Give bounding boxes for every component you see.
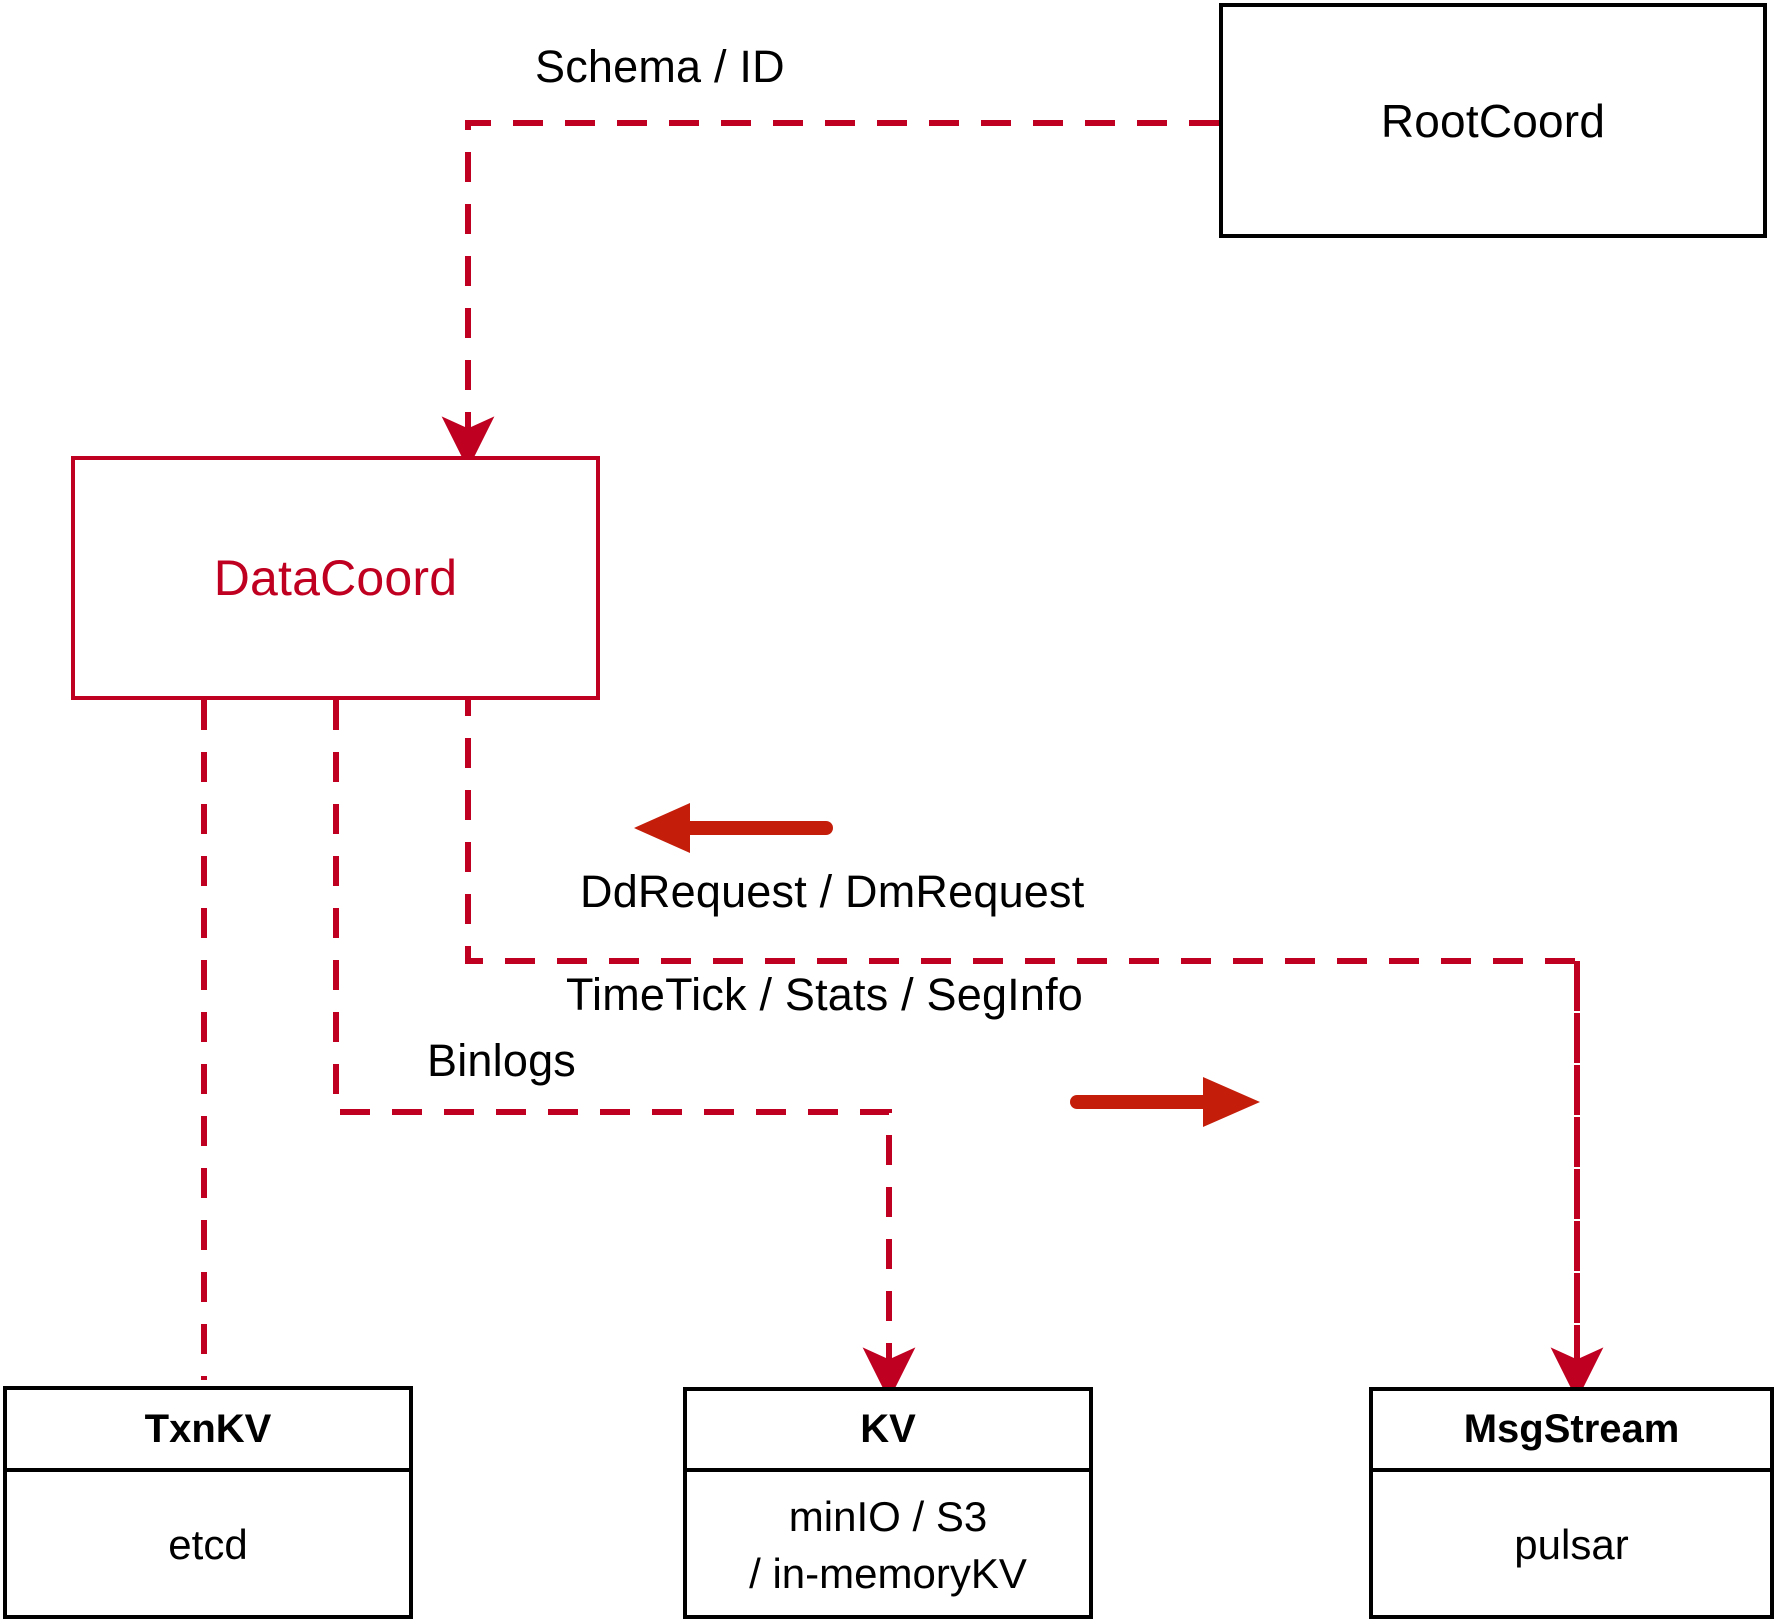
node-kv-detail-line2: / in-memoryKV (749, 1549, 1027, 1597)
node-kv-detail: minIO / S3 / in-memoryKV (687, 1472, 1089, 1619)
node-txnkv-detail: etcd (168, 1521, 248, 1569)
node-txnkv-label: TxnKV (7, 1390, 409, 1472)
node-msgstream[interactable]: MsgStream pulsar (1369, 1387, 1774, 1619)
edge-binlogs (333, 700, 916, 1401)
node-kv[interactable]: KV minIO / S3 / in-memoryKV (683, 1387, 1093, 1619)
node-msgstream-detail: pulsar (1514, 1521, 1629, 1569)
edge-label-timetick-stats-seginfo: TimeTick / Stats / SegInfo (566, 969, 1084, 1020)
edge-msgstream-datacoord (441, 614, 1604, 1401)
node-datacoord[interactable]: DataCoord (71, 456, 600, 700)
direction-arrow-right-icon (1070, 1077, 1260, 1127)
edge-label-binlogs: Binlogs (427, 1035, 576, 1086)
node-txnkv[interactable]: TxnKV etcd (3, 1386, 413, 1619)
edge-schema-id (441, 120, 1219, 470)
node-rootcoord-label: RootCoord (1380, 94, 1606, 147)
node-rootcoord[interactable]: RootCoord (1219, 3, 1767, 238)
edge-label-dd-dm-request: DdRequest / DmRequest (580, 866, 1085, 917)
node-msgstream-label: MsgStream (1373, 1391, 1770, 1472)
node-kv-detail-line1: minIO / S3 (788, 1493, 988, 1541)
node-kv-label: KV (687, 1391, 1089, 1472)
edge-label-schema-id: Schema / ID (535, 41, 785, 92)
direction-arrow-left-icon (634, 803, 833, 853)
node-datacoord-label: DataCoord (213, 550, 458, 606)
